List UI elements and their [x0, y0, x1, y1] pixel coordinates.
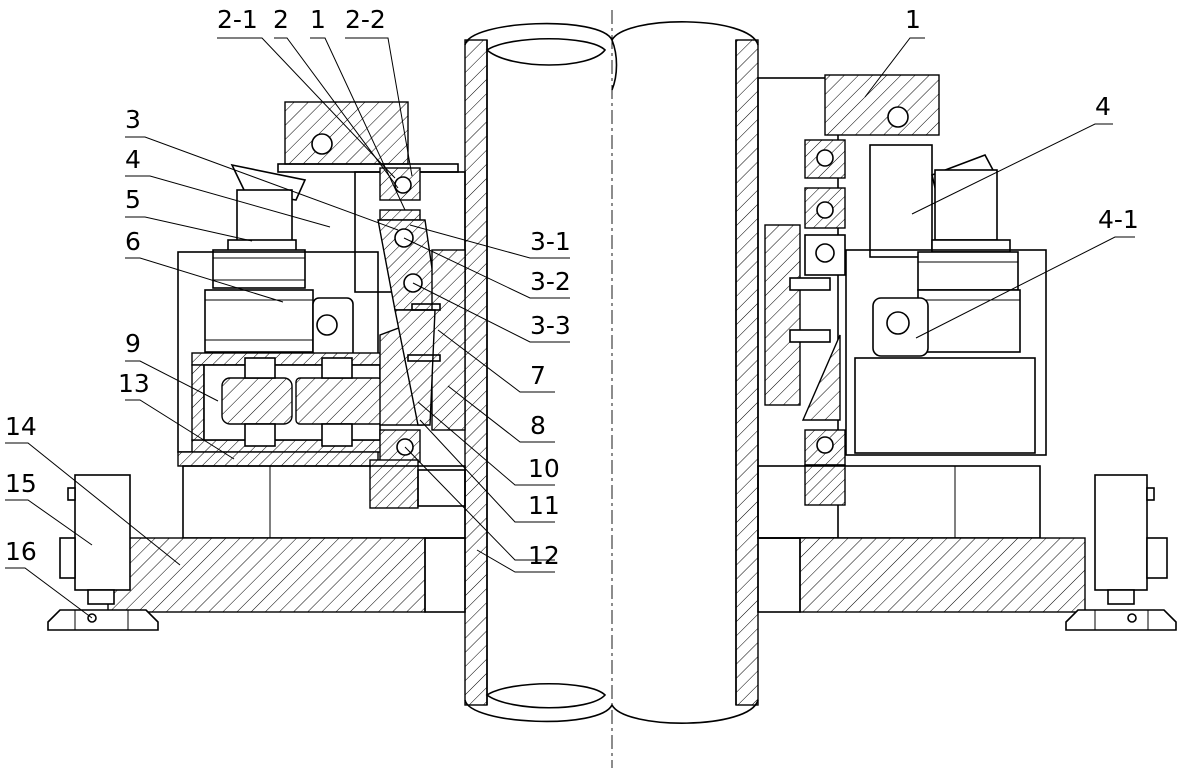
leader-lines — [5, 37, 1135, 619]
label-13: 13 — [118, 369, 150, 398]
label-12: 12 — [528, 541, 560, 570]
label-3-2: 3-2 — [530, 267, 571, 296]
label-2-2: 2-2 — [345, 5, 386, 34]
label-4: 4 — [125, 145, 141, 174]
label-15: 15 — [5, 469, 37, 498]
label-3-3: 3-3 — [530, 311, 571, 340]
label-3-1: 3-1 — [530, 227, 571, 256]
right-assembly — [757, 74, 1177, 631]
label-5: 5 — [125, 185, 141, 214]
label-6: 6 — [125, 227, 141, 256]
label-4-1: 4-1 — [1098, 205, 1139, 234]
label-4-right: 4 — [1095, 92, 1111, 121]
label-10: 10 — [528, 454, 560, 483]
label-2: 2 — [273, 5, 289, 34]
left-assembly — [47, 101, 466, 631]
label-7: 7 — [530, 361, 546, 390]
label-9: 9 — [125, 329, 141, 358]
part-labels: 2-1 2 1 2-2 3 4 5 6 9 13 14 15 16 3-1 3-… — [5, 5, 1139, 570]
label-8: 8 — [530, 411, 546, 440]
label-16: 16 — [5, 537, 37, 566]
label-2-1: 2-1 — [217, 5, 258, 34]
label-11: 11 — [528, 491, 560, 520]
label-3: 3 — [125, 105, 141, 134]
label-1-right: 1 — [905, 5, 921, 34]
label-14: 14 — [5, 412, 37, 441]
center-pipe — [464, 10, 759, 768]
label-1: 1 — [310, 5, 326, 34]
